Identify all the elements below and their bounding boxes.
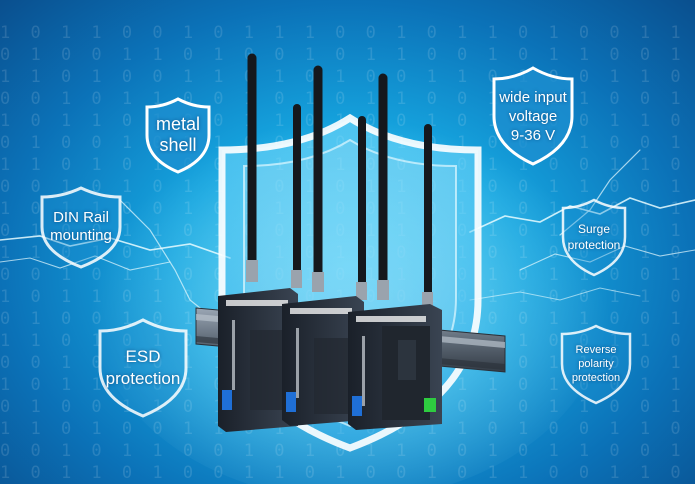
shield-icon [145, 97, 211, 174]
shield-icon [492, 66, 574, 166]
feature-label-line: metal [155, 114, 200, 134]
feature-badge-metal-shell: metal shell [143, 95, 213, 175]
router-device-icon [282, 65, 367, 426]
feature-label-line: 9-36 V [510, 126, 556, 144]
feature-badge-reverse-polarity: Reverse polarity protection [558, 322, 634, 406]
feature-label-line: protection [571, 372, 621, 384]
shield-icon [40, 186, 122, 269]
feature-label-line: shell [159, 135, 197, 155]
feature-label-line: Reverse [575, 344, 617, 356]
feature-label-line: Surge [577, 222, 611, 236]
feature-label-line: protection [105, 369, 181, 388]
feature-badge-din-rail: DIN Rail mounting [36, 184, 126, 270]
feature-label-line: protection [567, 238, 621, 252]
feature-badge-wide-input: wide input voltage 9-36 V [489, 64, 577, 168]
feature-label-line: wide input [499, 88, 567, 106]
router-device-icon [218, 53, 302, 432]
feature-label-line: voltage [508, 107, 558, 125]
shield-icon [98, 318, 188, 418]
shield-icon [561, 198, 627, 277]
feature-label-line: DIN Rail [53, 209, 109, 226]
feature-label-line: ESD [125, 347, 161, 366]
router-device-icon [348, 73, 442, 430]
feature-badge-esd: ESD protection [94, 316, 192, 420]
feature-label-line: mounting [50, 227, 112, 244]
lightning-arcs [0, 149, 695, 321]
shield-icon [560, 324, 632, 405]
feature-badge-surge: Surge protection [559, 196, 629, 278]
feature-label-line: polarity [578, 358, 614, 370]
